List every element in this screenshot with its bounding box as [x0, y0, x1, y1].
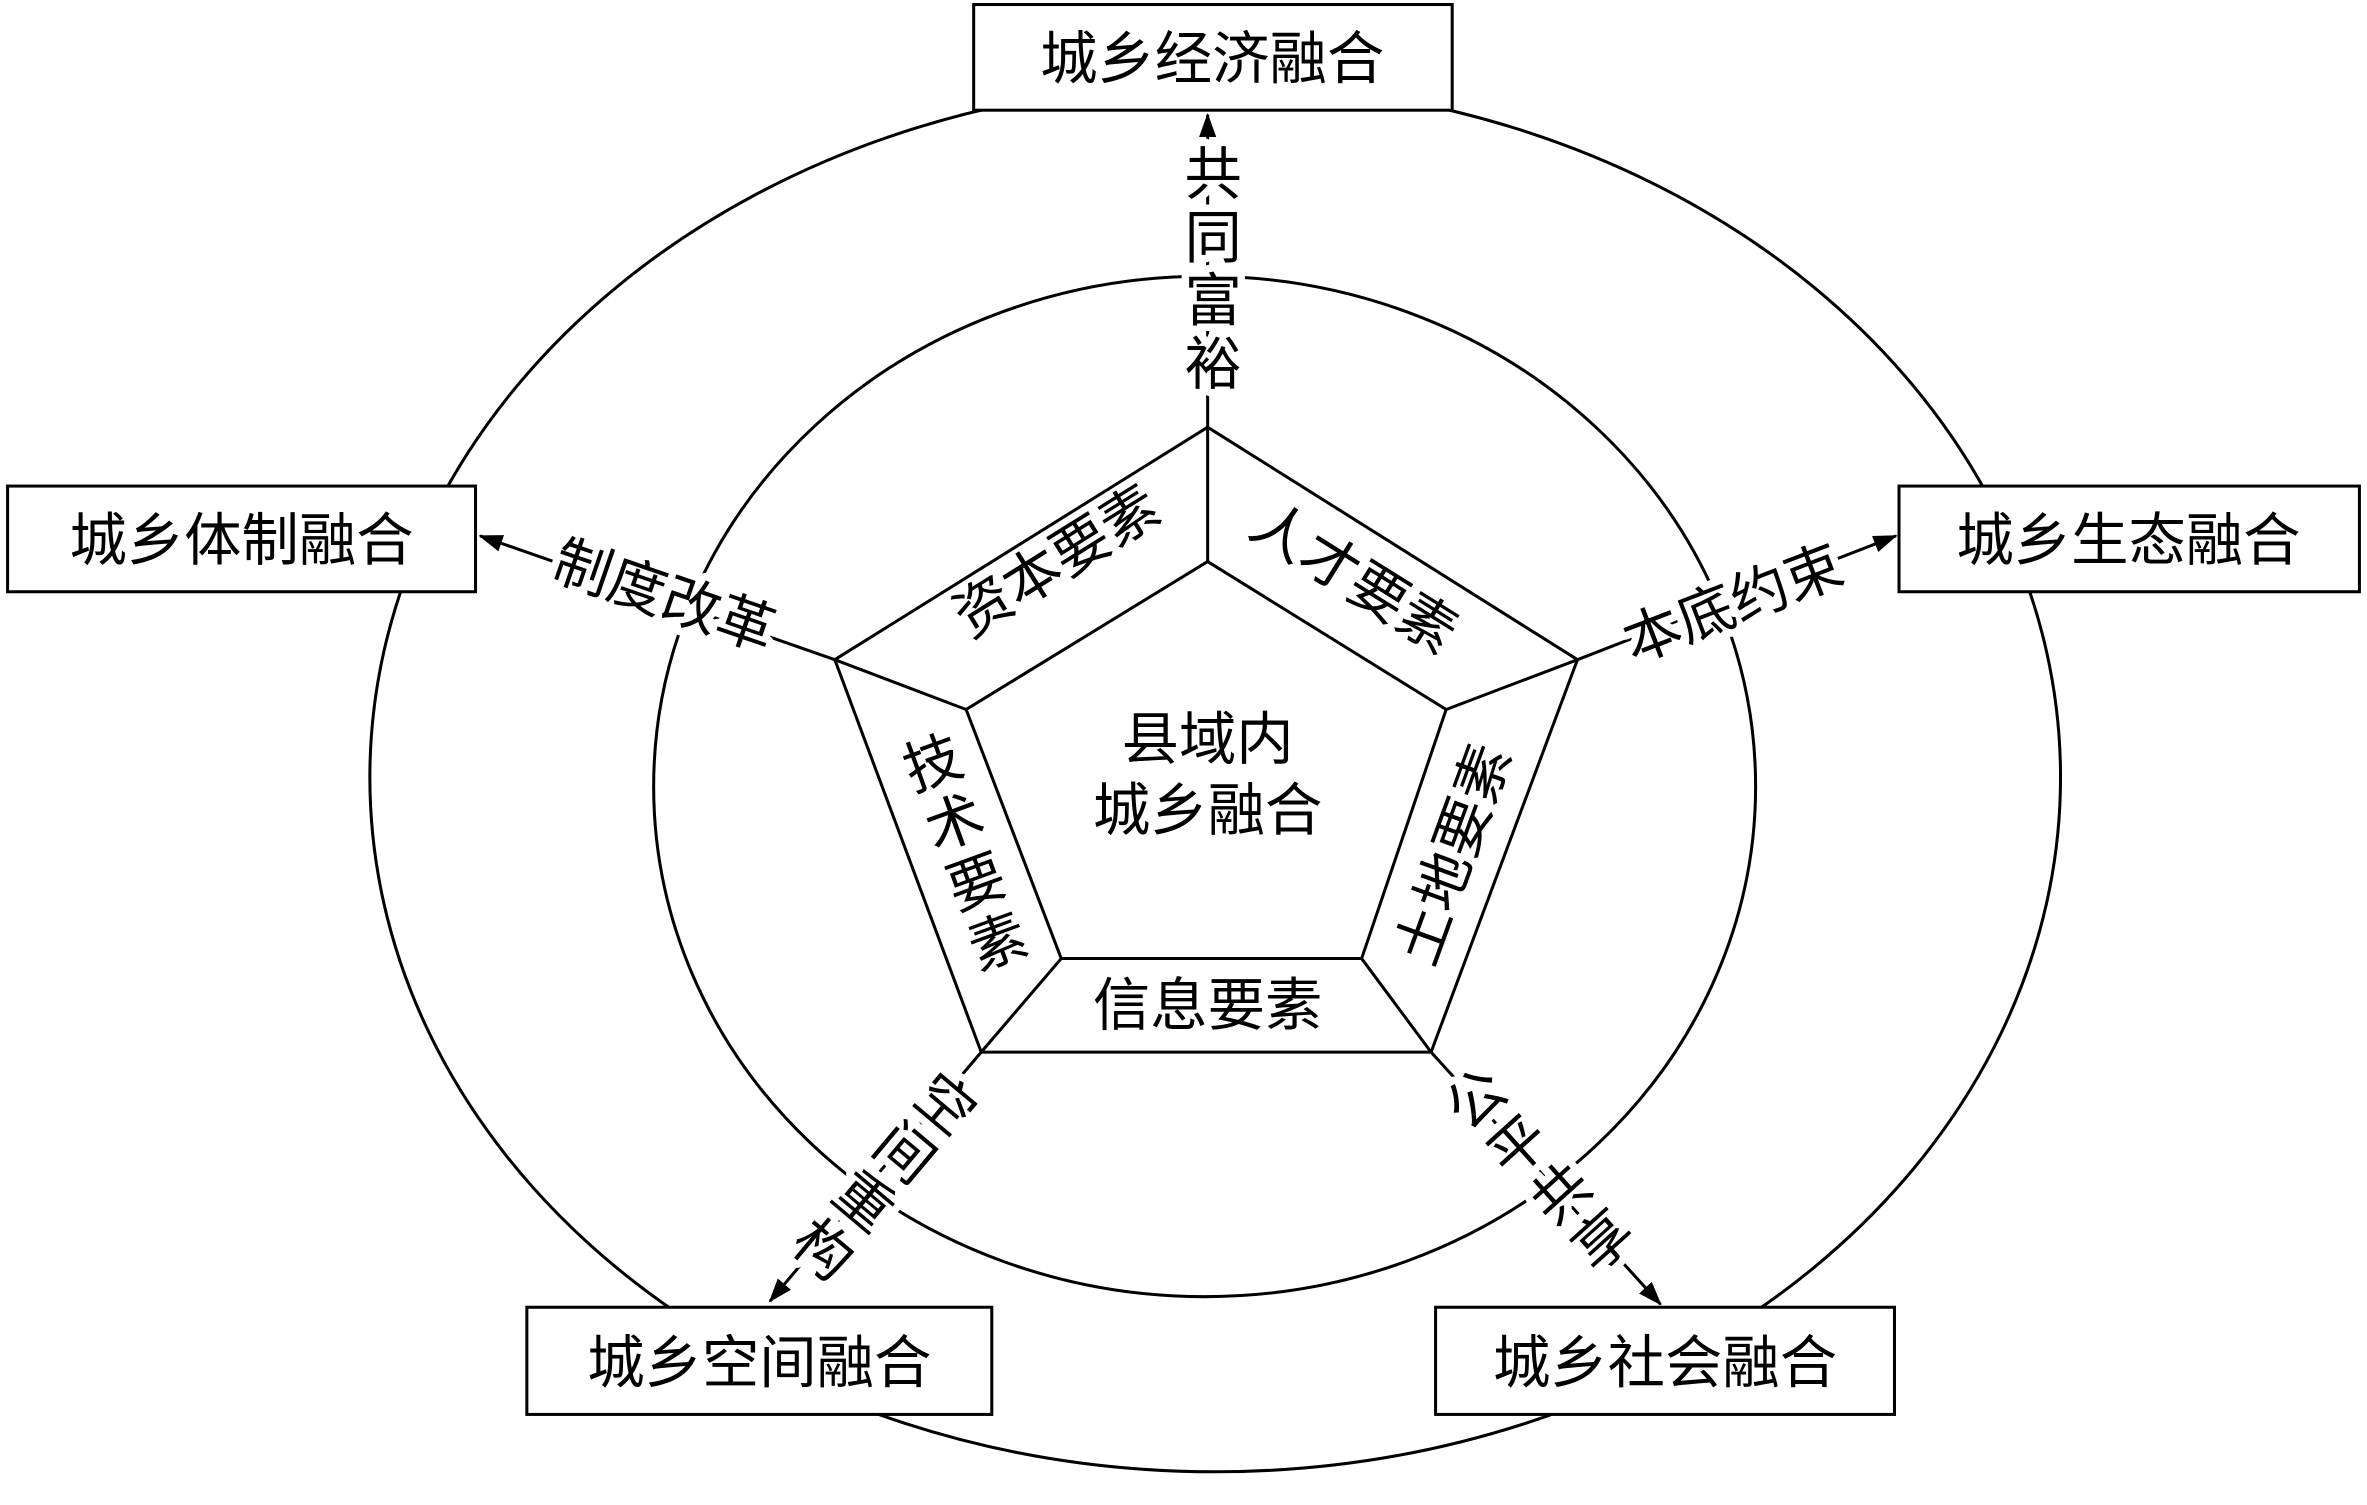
arrow-to-institutional — [478, 534, 836, 662]
divider — [834, 658, 967, 711]
outer-pentagon — [832, 425, 1580, 1054]
box-institutional-label: 城乡体制融合 — [69, 507, 413, 574]
divider — [1360, 957, 1433, 1054]
label-fair-sharing: 公平共享 — [1427, 1058, 1646, 1291]
box-economic-label: 城乡经济融合 — [1040, 25, 1384, 92]
label-spatial-restructuring: 空间重构 — [772, 1056, 986, 1293]
arrow-to-ecological — [1576, 534, 1898, 662]
box-ecological-label: 城乡生态融合 — [1956, 507, 2300, 574]
label-baseline-constraint: 本底约束 — [1614, 531, 1852, 676]
label-common-prosperity: 共同富裕 — [1174, 143, 1241, 397]
box-spatial: 城乡空间融合 — [525, 1305, 994, 1416]
middle-ring — [652, 274, 1758, 1299]
label-institutional-reform: 制度改革 — [545, 527, 784, 665]
arrow-to-social — [1429, 1051, 1662, 1306]
arrow-to-spatial — [768, 1051, 983, 1303]
box-social: 城乡社会融合 — [1434, 1305, 1896, 1416]
box-economic: 城乡经济融合 — [972, 3, 1454, 112]
box-institutional: 城乡体制融合 — [6, 484, 478, 594]
divider — [1445, 658, 1579, 711]
box-social-label: 城乡社会融合 — [1493, 1330, 1837, 1397]
inner-pentagon — [964, 559, 1448, 961]
box-spatial-label: 城乡空间融合 — [587, 1330, 931, 1397]
box-ecological: 城乡生态融合 — [1897, 484, 2361, 594]
divider — [980, 957, 1063, 1054]
center-title-line1: 县域内 — [1122, 706, 1294, 773]
center-title-line2: 城乡融合 — [1093, 777, 1322, 844]
element-information: 信息要素 — [1093, 972, 1322, 1039]
